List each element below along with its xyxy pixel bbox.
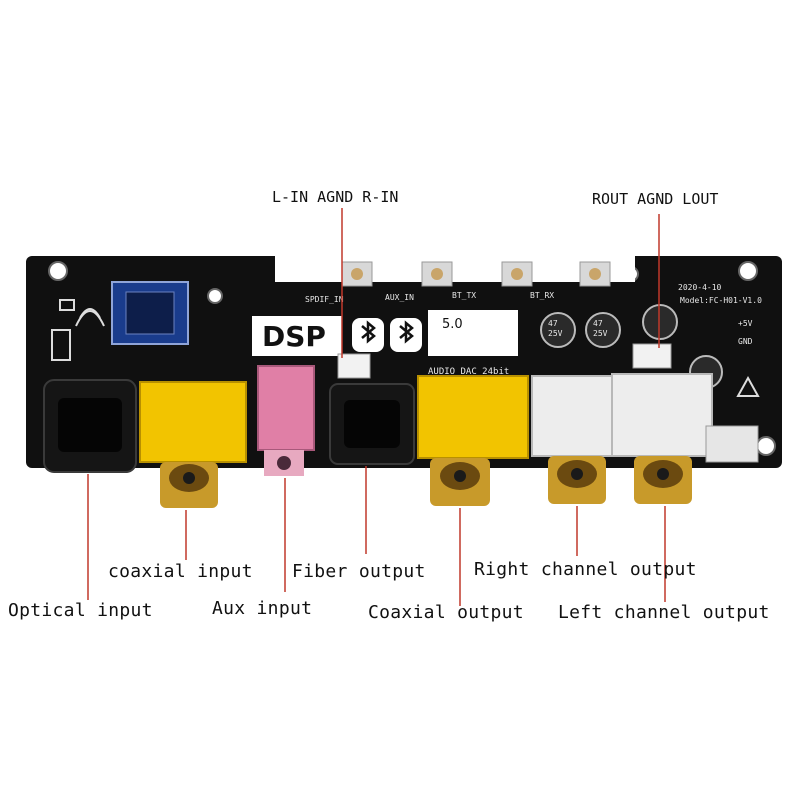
dsp-label: DSP (262, 320, 326, 353)
label-right-channel-output: Right channel output (474, 559, 697, 580)
silk-5v: +5V (738, 319, 753, 328)
tactile-buttons (341, 261, 611, 287)
svg-text:47: 47 (548, 319, 558, 328)
warning-icon (736, 375, 760, 397)
label-rout-agnd-lout: ROUT AGND LOUT (592, 190, 719, 208)
coaxial-output-jack (417, 375, 529, 506)
capacitors: 47 25V 47 25V (540, 304, 723, 389)
svg-text:25V: 25V (548, 329, 563, 338)
right-channel-output-jack (531, 375, 625, 504)
optical-input-jack (43, 379, 137, 473)
label-coaxial-output: Coaxial output (368, 602, 524, 623)
header-lin-agnd-rin (337, 353, 371, 379)
dac-text: AUDIO DAC 24bit (428, 367, 509, 377)
leader-lines (87, 208, 666, 606)
label-lin-agnd-rin: L-IN AGND R-IN (272, 188, 399, 206)
label-left-channel-output: Left channel output (558, 602, 770, 623)
silk-aux-in: AUX_IN (385, 293, 414, 302)
silk-bt-tx: BT_TX (452, 291, 476, 300)
silkscreen-panel (275, 256, 635, 282)
silk-gnd: GND (738, 337, 753, 346)
silk-spdif-in: SPDIF_IN (305, 295, 344, 304)
bluetooth-icon (352, 318, 422, 352)
aux-input-jack (257, 365, 315, 476)
silk-bt-rx: BT_RX (530, 291, 554, 300)
dsp-box (252, 316, 342, 356)
svg-text:25V: 25V (593, 329, 608, 338)
label-aux-input: Aux input (212, 598, 313, 619)
mount-hole (756, 436, 776, 456)
label-fiber-output: Fiber output (292, 561, 426, 582)
version-box (428, 310, 518, 356)
usb-connector (705, 425, 759, 463)
coaxial-input-jack (139, 381, 247, 508)
header-rout-agnd-lout (632, 343, 672, 369)
mount-hole (207, 288, 223, 304)
silk-date: 2020-4-10 (678, 283, 722, 292)
mount-hole (738, 261, 758, 281)
mount-hole (48, 261, 68, 281)
left-channel-output-jack (611, 373, 713, 504)
silk-model: Model:FC-H01-V1.0 (680, 296, 762, 305)
label-coaxial-input: coaxial input (108, 561, 253, 582)
label-optical-input: Optical input (8, 600, 153, 621)
svg-text:47: 47 (593, 319, 603, 328)
fiber-output-jack (329, 383, 415, 465)
version-label: 5.0 (442, 317, 463, 332)
wifi-antenna-icon (51, 299, 105, 361)
